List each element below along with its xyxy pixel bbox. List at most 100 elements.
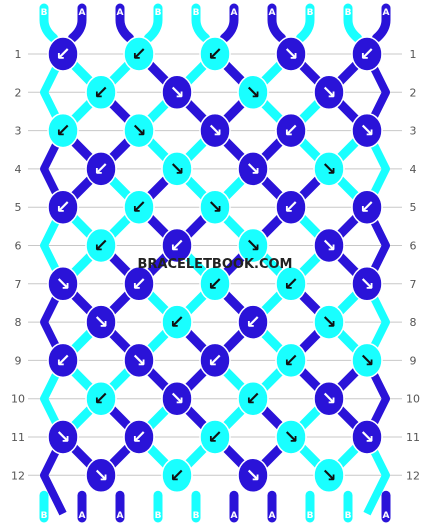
row-number-right: 7 bbox=[410, 278, 417, 291]
top-strand-label: B bbox=[307, 8, 314, 18]
knot-arrow-icon: ↙ bbox=[55, 197, 70, 218]
row-number-left: 3 bbox=[15, 125, 22, 138]
top-strand-label: B bbox=[41, 8, 48, 18]
row-number-left: 4 bbox=[15, 163, 22, 176]
knot-arrow-icon: ↙ bbox=[55, 121, 70, 142]
row-number-left: 6 bbox=[15, 240, 22, 253]
knot: ↘ bbox=[313, 227, 345, 264]
top-strand bbox=[220, 3, 239, 43]
knot: ↘ bbox=[85, 304, 117, 340]
knot: ↙ bbox=[199, 342, 231, 379]
knot-arrow-icon: ↘ bbox=[321, 159, 336, 180]
knot: ↘ bbox=[351, 112, 383, 149]
knot-arrow-icon: ↘ bbox=[131, 121, 146, 142]
knot-arrow-icon: ↘ bbox=[169, 389, 184, 410]
knot-arrow-icon: ↙ bbox=[131, 427, 146, 448]
watermark: BRACELETBOOK.COM bbox=[138, 257, 293, 272]
knot-oval bbox=[85, 304, 117, 340]
knot-arrow-icon: ↙ bbox=[359, 197, 374, 218]
top-strand bbox=[115, 3, 134, 43]
knot-oval bbox=[351, 266, 383, 302]
row-number-right: 5 bbox=[410, 201, 417, 214]
bottom-strand-label: A bbox=[269, 511, 276, 521]
top-strand bbox=[144, 3, 163, 43]
row-number-right: 10 bbox=[406, 393, 420, 406]
knot-oval bbox=[199, 266, 231, 302]
top-strand-label: A bbox=[231, 8, 238, 18]
knot-oval bbox=[85, 74, 117, 111]
knot-arrow-icon: ↙ bbox=[55, 350, 70, 371]
row-number-right: 1 bbox=[410, 48, 417, 61]
knot-arrow-icon: ↙ bbox=[207, 350, 222, 371]
knot: ↘ bbox=[123, 112, 155, 149]
knot: ↙ bbox=[199, 266, 231, 302]
knot-oval bbox=[313, 151, 345, 187]
top-strand-label: A bbox=[79, 8, 86, 18]
knot: ↘ bbox=[199, 189, 231, 225]
knot: ↙ bbox=[85, 74, 117, 111]
knot-arrow-icon: ↘ bbox=[93, 465, 108, 486]
knot: ↘ bbox=[237, 227, 269, 264]
knot-arrow-icon: ↙ bbox=[131, 274, 146, 295]
knot-arrow-icon: ↙ bbox=[93, 159, 108, 180]
knot-oval bbox=[161, 227, 193, 264]
knot-oval bbox=[85, 380, 117, 417]
row-number-left: 5 bbox=[15, 201, 22, 214]
knot: ↘ bbox=[85, 457, 117, 494]
knot-arrow-icon: ↘ bbox=[207, 121, 222, 142]
knot-oval bbox=[85, 457, 117, 494]
knot: ↙ bbox=[237, 380, 269, 417]
knot-oval bbox=[161, 380, 193, 417]
bottom-strand-label: A bbox=[383, 511, 390, 521]
knot-oval bbox=[313, 457, 345, 494]
knot-oval bbox=[237, 151, 269, 187]
knot-oval bbox=[275, 112, 307, 149]
top-strand bbox=[372, 3, 391, 43]
knot-arrow-icon: ↙ bbox=[245, 389, 260, 410]
knot-arrow-icon: ↘ bbox=[283, 427, 298, 448]
knot: ↙ bbox=[123, 266, 155, 302]
row-number-right: 11 bbox=[406, 431, 420, 444]
knot-oval bbox=[313, 227, 345, 264]
knot-arrow-icon: ↘ bbox=[321, 465, 336, 486]
knot-arrow-icon: ↙ bbox=[169, 465, 184, 486]
knot-oval bbox=[85, 227, 117, 264]
knot: ↙ bbox=[47, 112, 79, 149]
knot: ↙ bbox=[123, 36, 155, 72]
row-number-right: 6 bbox=[410, 240, 417, 253]
bottom-strand-label: B bbox=[307, 511, 314, 521]
row-number-left: 12 bbox=[11, 469, 25, 482]
knot: ↙ bbox=[237, 304, 269, 340]
top-strand bbox=[39, 3, 58, 43]
bottom-strand-label: B bbox=[193, 511, 200, 521]
knot: ↘ bbox=[275, 419, 307, 455]
row-number-left: 9 bbox=[15, 354, 22, 367]
knot-oval bbox=[313, 380, 345, 417]
knot: ↘ bbox=[161, 151, 193, 187]
knot-oval bbox=[123, 342, 155, 379]
knot-oval bbox=[47, 342, 79, 379]
knot: ↘ bbox=[351, 266, 383, 302]
knot-oval bbox=[123, 266, 155, 302]
knot-arrow-icon: ↘ bbox=[245, 159, 260, 180]
knot: ↘ bbox=[47, 419, 79, 455]
knot: ↘ bbox=[47, 266, 79, 302]
knot-arrow-icon: ↘ bbox=[245, 82, 260, 103]
knot-arrow-icon: ↘ bbox=[245, 465, 260, 486]
knot-arrow-icon: ↙ bbox=[207, 274, 222, 295]
top-strand-label: B bbox=[345, 8, 352, 18]
knot-oval bbox=[199, 419, 231, 455]
row-number-right: 2 bbox=[410, 86, 417, 99]
knot-oval bbox=[161, 151, 193, 187]
bottom-strand-label: A bbox=[117, 511, 124, 521]
knot-arrow-icon: ↘ bbox=[359, 121, 374, 142]
knot-oval bbox=[351, 112, 383, 149]
row-number-left: 2 bbox=[15, 86, 22, 99]
knot-arrow-icon: ↙ bbox=[169, 236, 184, 257]
knot: ↘ bbox=[351, 419, 383, 455]
knot: ↙ bbox=[161, 227, 193, 264]
bottom-strand-label: B bbox=[345, 511, 352, 521]
knot: ↘ bbox=[237, 151, 269, 187]
knot-arrow-icon: ↘ bbox=[131, 350, 146, 371]
knot: ↘ bbox=[351, 342, 383, 379]
